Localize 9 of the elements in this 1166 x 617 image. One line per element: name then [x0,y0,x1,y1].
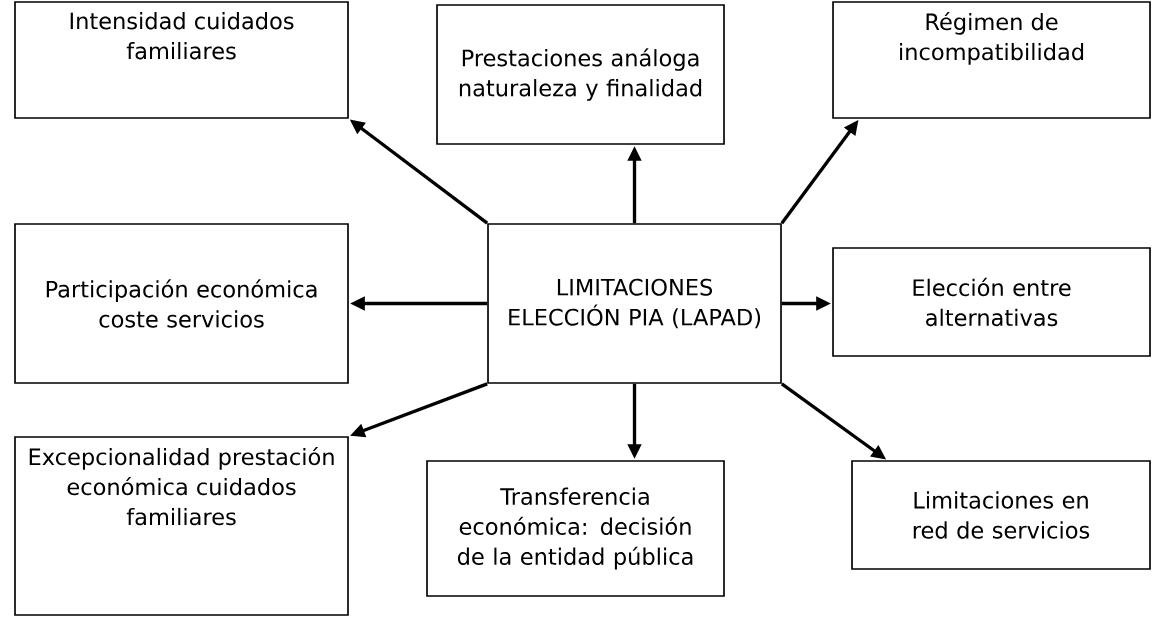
text-box: Intensidad cuidados familiares [14,1,349,119]
text-box: LIMITACIONES ELECCIÓN PIA (LAPAD) [487,223,782,384]
text-box: Elección entre alternativas [832,247,1151,357]
text-box: Régimen de incompatibilidad [832,1,1151,119]
text-box: Limitaciones en red de servicios [851,460,1151,570]
text-box: Prestaciones análoga naturaleza y finalidad [436,4,725,145]
text-box: Transferencia económica: decisión de la entidad pública [426,460,725,597]
text-box: Excepcionalidad prestación económica cuidados familiares [14,436,349,616]
text-box: Participación económica coste servicios [14,223,349,384]
